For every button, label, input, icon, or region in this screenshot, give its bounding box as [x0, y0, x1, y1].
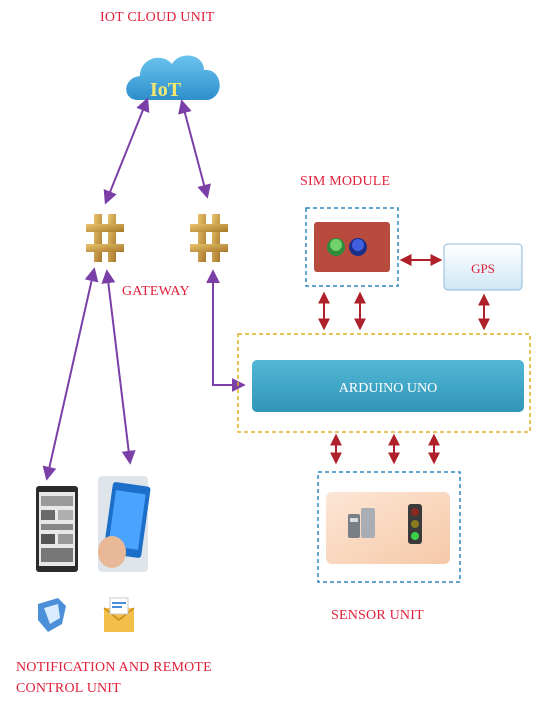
gateway-arduino-arrow [206, 269, 246, 392]
notification-label-line2: CONTROL UNIT [16, 681, 121, 696]
cloud-gateway-right-arrow [178, 99, 211, 199]
sim-module-icon [314, 222, 390, 272]
tablet-app-icon [98, 476, 151, 572]
arduino-frame [237, 333, 531, 433]
sim-module-frame [305, 207, 399, 287]
gateway-tablet-arrow [101, 269, 136, 465]
sensor-icon [348, 508, 375, 538]
sensor-unit-box [326, 492, 450, 564]
gps-label: GPS [471, 261, 495, 276]
mail-icon [103, 597, 135, 632]
traffic-light-icon [408, 504, 422, 544]
iot-cloud-unit-label: IOT CLOUD UNIT [100, 10, 215, 25]
cloud-gateway-left-arrow [103, 97, 150, 205]
arduino-uno-box [252, 360, 524, 412]
gateway-hub-icon [190, 214, 228, 262]
gateway-label: GATEWAY [122, 284, 190, 299]
shield-icon [38, 598, 66, 632]
sensor-unit-label: SENSOR UNIT [331, 608, 424, 623]
smartphone-icon [36, 486, 78, 572]
gateway-phone-arrow [42, 267, 99, 481]
gateway-hub-icon [86, 214, 124, 262]
sensor-unit-frame [317, 471, 461, 583]
gps-box [443, 243, 523, 291]
cloud-iot-text: IoT [150, 79, 182, 101]
arduino-label: ARDUINO UNO [339, 381, 437, 396]
sim-module-label: SIM MODULE [300, 174, 391, 189]
cloud-icon: IoT [126, 55, 220, 101]
notification-label-line1: NOTIFICATION AND REMOTE [16, 660, 212, 675]
